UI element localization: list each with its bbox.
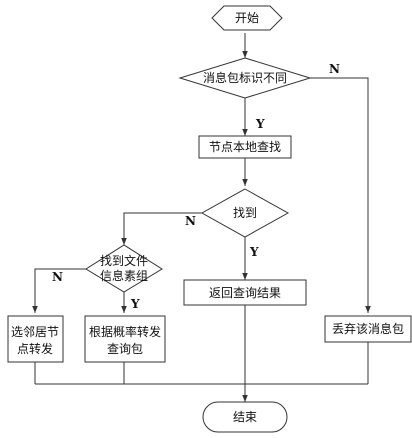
file-info-label-2: 信息素组 bbox=[100, 268, 148, 283]
neighbor-forward-label-1: 选邻居节 bbox=[11, 325, 59, 339]
process-prob-forward: 根据概率转发 查询包 bbox=[84, 315, 166, 363]
branch-fileinfo-no: N bbox=[52, 270, 63, 284]
local-lookup-label: 节点本地查找 bbox=[209, 140, 281, 154]
edges bbox=[32, 33, 371, 402]
branch-labels: N Y N Y N Y bbox=[52, 62, 340, 311]
decision-check-id: 消息包标识不同 bbox=[178, 57, 312, 99]
end-label: 结束 bbox=[233, 410, 257, 424]
prob-forward-label-1: 根据概率转发 bbox=[89, 324, 161, 339]
edge-found-fileinfo bbox=[121, 212, 202, 245]
branch-check-no: N bbox=[329, 62, 340, 76]
decision-found: 找到 bbox=[200, 188, 290, 238]
decision-file-info: 找到文件 信息素组 bbox=[85, 244, 163, 293]
branch-check-yes: Y bbox=[255, 117, 265, 131]
branch-fileinfo-yes: Y bbox=[130, 297, 140, 311]
start-label: 开始 bbox=[235, 11, 259, 25]
branch-found-yes: Y bbox=[249, 245, 259, 259]
discard-label: 丢弃该消息包 bbox=[332, 321, 404, 336]
process-return-result: 返回查询结果 bbox=[183, 279, 307, 306]
check-id-label: 消息包标识不同 bbox=[203, 70, 287, 85]
edge-fileinfo-neighbor bbox=[32, 268, 86, 313]
end-node: 结束 bbox=[202, 401, 288, 433]
start-node: 开始 bbox=[211, 5, 283, 31]
found-label: 找到 bbox=[233, 206, 257, 220]
process-discard: 丢弃该消息包 bbox=[324, 315, 412, 343]
neighbor-forward-label-2: 点转发 bbox=[17, 341, 53, 356]
prob-forward-label-2: 查询包 bbox=[107, 342, 143, 356]
branch-found-no: N bbox=[185, 214, 196, 228]
return-result-label: 返回查询结果 bbox=[209, 286, 281, 300]
process-local-lookup: 节点本地查找 bbox=[198, 135, 292, 159]
edge-check-discard bbox=[310, 77, 371, 313]
process-neighbor-forward: 选邻居节 点转发 bbox=[7, 315, 64, 363]
file-info-label-1: 找到文件 bbox=[100, 253, 148, 268]
